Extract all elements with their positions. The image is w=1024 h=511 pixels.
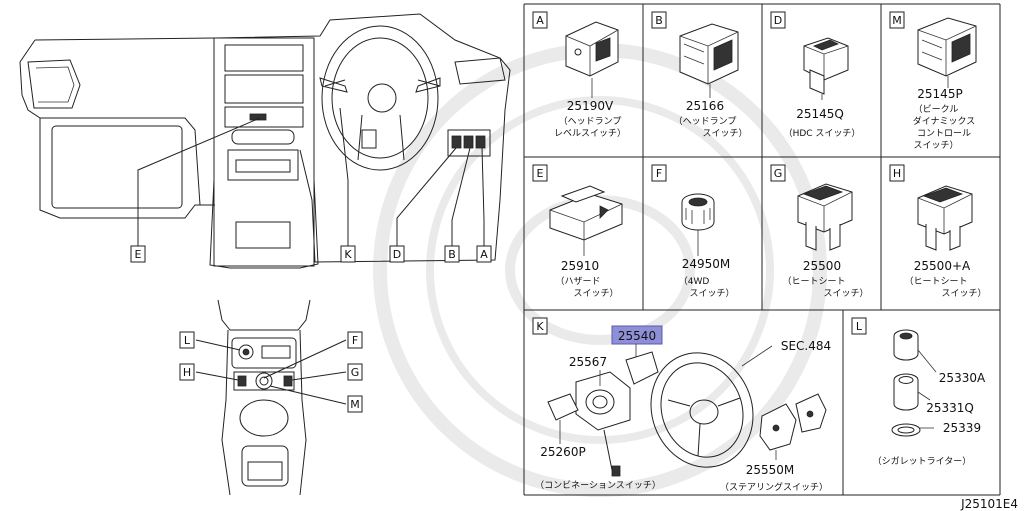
panel-l: L 25330A 25331Q 25339 （シガレットライター） [851, 317, 986, 467]
svg-text:L: L [184, 334, 191, 347]
svg-text:25145P: 25145P [917, 87, 962, 101]
callout-e: E [130, 245, 146, 263]
svg-text:（HDC スイッチ）: （HDC スイッチ） [784, 128, 861, 139]
heated-seat-switch-illustration [797, 183, 853, 251]
cell-f: F 24950M （4WD スイッチ） [651, 164, 735, 299]
svg-text:K: K [344, 248, 352, 261]
callout-a: A [476, 245, 492, 263]
svg-text:（ヘッドランプ: （ヘッドランプ [559, 116, 622, 127]
vehicle-dynamics-control-switch-illustration [917, 17, 977, 77]
callout-d: D [389, 245, 405, 263]
svg-text:F: F [352, 334, 358, 347]
svg-text:コントロール: コントロール [917, 129, 971, 139]
svg-text:25567: 25567 [569, 355, 607, 369]
highlight-25540 [611, 325, 663, 345]
svg-text:M: M [350, 398, 360, 411]
svg-text:25145Q: 25145Q [796, 107, 844, 121]
svg-text:ダイナミックス: ダイナミックス [913, 115, 976, 127]
svg-text:（ヒートシート: （ヒートシート [904, 276, 967, 287]
svg-text:スイッチ）: スイッチ） [823, 288, 868, 299]
svg-text:25190V: 25190V [567, 99, 614, 113]
dashboard-illustration [19, 13, 511, 269]
callout-l: L [179, 331, 195, 349]
svg-text:（4WD: （4WD [679, 276, 710, 287]
callout-h: H [179, 363, 195, 381]
svg-text:レベルスイッチ）: レベルスイッチ） [554, 128, 626, 139]
callout-b: B [444, 245, 460, 263]
cigarette-lighter-illustration [891, 329, 921, 437]
svg-text:B: B [655, 14, 663, 27]
cell-e: E 25910 （ハザード スイッチ） [532, 164, 623, 299]
steering-wheel-illustration [650, 352, 754, 468]
svg-text:M: M [892, 14, 902, 27]
cell-b: B 25166 （ヘッドランプ スイッチ） [651, 11, 748, 139]
svg-text:25540: 25540 [618, 329, 656, 343]
parts-grid [523, 3, 1001, 496]
svg-text:G: G [774, 167, 783, 180]
svg-text:25910: 25910 [561, 259, 599, 273]
svg-text:E: E [537, 167, 544, 180]
svg-text:（ヒートシート: （ヒートシート [782, 276, 845, 287]
svg-text:25339: 25339 [943, 421, 981, 435]
svg-text:H: H [893, 167, 901, 180]
cell-m: M 25145P （ビークル ダイナミックス コントロール スイッチ） [889, 11, 977, 151]
svg-text:スイッチ）: スイッチ） [689, 288, 734, 299]
svg-text:A: A [480, 248, 488, 261]
svg-text:（コンビネーションスイッチ）: （コンビネーションスイッチ） [535, 480, 661, 491]
svg-text:（ビークル: （ビークル [914, 104, 959, 115]
combination-switch-illustration [547, 351, 659, 477]
cell-h: H 25500+A （ヒートシート スイッチ） [889, 164, 987, 299]
cell-a: A 25190V （ヘッドランプ レベルスイッチ） [532, 11, 626, 139]
svg-text:H: H [183, 366, 191, 379]
svg-text:スイッチ）: スイッチ） [573, 288, 618, 299]
svg-text:（ハザード: （ハザード [555, 276, 600, 287]
svg-text:L: L [856, 320, 863, 333]
callout-m: M [347, 395, 363, 413]
svg-text:G: G [351, 366, 360, 379]
svg-text:25331Q: 25331Q [926, 401, 974, 415]
svg-text:スイッチ）: スイッチ） [702, 128, 747, 139]
heated-seat-switch-illustration [917, 185, 973, 251]
svg-text:D: D [774, 14, 782, 27]
svg-text:スイッチ）: スイッチ） [913, 140, 958, 151]
svg-text:K: K [536, 320, 544, 333]
hazard-switch-illustration [549, 185, 623, 241]
svg-text:B: B [448, 248, 456, 261]
4wd-switch-illustration [681, 193, 715, 231]
svg-text:D: D [393, 248, 401, 261]
headlamp-switch-illustration [679, 23, 739, 85]
svg-text:スイッチ）: スイッチ） [941, 288, 986, 299]
callout-k: K [340, 245, 356, 263]
svg-text:A: A [536, 14, 544, 27]
cell-g: G 25500 （ヒートシート スイッチ） [770, 164, 869, 299]
headlamp-leveler-switch-illustration [565, 21, 619, 77]
svg-text:25330A: 25330A [939, 371, 986, 385]
cell-d: D 25145Q （HDC スイッチ） [770, 11, 861, 139]
diagram-id: J25101E4 [960, 497, 1018, 511]
svg-text:25500+A: 25500+A [914, 259, 971, 273]
svg-text:25550M: 25550M [746, 463, 795, 477]
svg-text:（ヘッドランプ: （ヘッドランプ [674, 116, 737, 127]
svg-text:（ステアリングスイッチ）: （ステアリングスイッチ） [720, 481, 828, 493]
svg-text:25166: 25166 [686, 99, 724, 113]
svg-text:25260P: 25260P [540, 445, 585, 459]
hdc-switch-illustration [803, 37, 849, 95]
steering-switch-illustration [759, 393, 827, 451]
svg-text:E: E [135, 248, 142, 261]
svg-text:24950M: 24950M [682, 257, 731, 271]
svg-text:（シガレットライター）: （シガレットライター） [873, 456, 972, 467]
svg-text:SEC.484: SEC.484 [781, 339, 831, 353]
callout-f: F [347, 331, 363, 349]
panel-k: K 25540 25567 25260P SEC.484 [532, 317, 831, 493]
svg-text:F: F [656, 167, 662, 180]
console-illustration [195, 299, 347, 496]
svg-text:25500: 25500 [803, 259, 841, 273]
callout-g: G [347, 363, 363, 381]
